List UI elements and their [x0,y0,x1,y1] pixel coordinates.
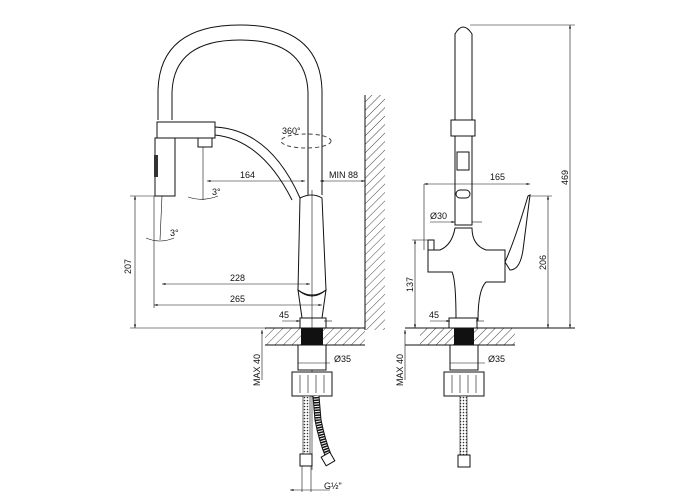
dim-base: 45 [429,310,439,320]
dim-total-height: 469 [560,170,570,185]
dim-reach-265: 265 [230,294,245,304]
dim-spout-reach: 164 [240,170,255,180]
dim-hose-thread: G½" [324,481,342,491]
dim-max-counter: MAX 40 [395,354,405,386]
wall-hatch [365,95,385,330]
dim-wall-clearance: MIN 88 [329,170,358,180]
dim-height: 207 [123,259,133,274]
side-view: 360° 164 MIN 88 2 [123,24,385,492]
dim-handle-height: 206 [538,255,548,270]
dim-thread-dia: Ø35 [334,354,351,364]
dim-outlet-height: 137 [405,277,415,292]
dim-base: 45 [279,310,289,320]
hose [312,395,332,457]
front-view: 165 Ø30 469 206 137 45 Ø35 MAX 40 [395,24,575,468]
rotation-label: 360° [282,126,301,136]
spray-head [156,121,216,139]
dim-thread-dia: Ø35 [488,354,505,364]
dim-tube-dia: Ø30 [430,211,447,221]
dim-width: 165 [490,172,505,182]
handle-lever [504,194,531,271]
spout-arc [157,24,323,195]
angle-label: 3° [170,228,179,238]
dim-reach-228: 228 [230,273,245,283]
hose [459,395,468,457]
rotation-indicator [280,133,332,149]
faucet-body [427,227,506,321]
hose [302,395,311,455]
dim-max-counter: MAX 40 [252,354,262,386]
angle-label: 3° [212,187,221,197]
